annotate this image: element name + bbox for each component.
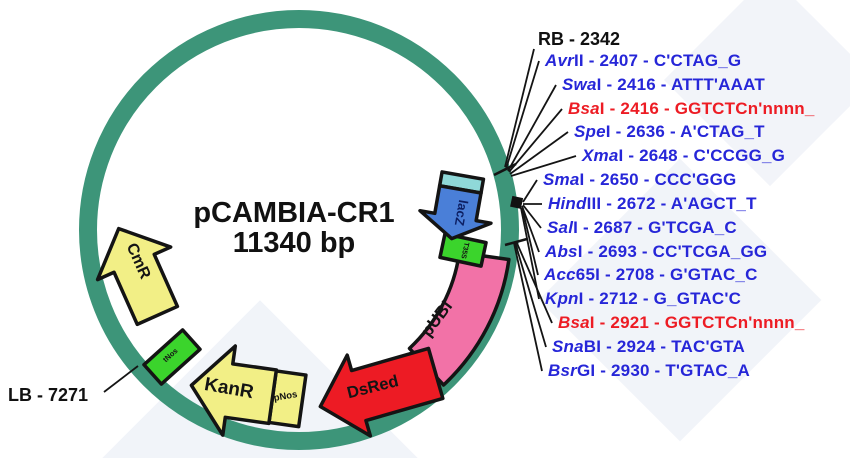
kanr-group: [189, 344, 308, 437]
enzyme-name-italic: Sma: [543, 170, 580, 189]
enzyme-rest: I - 2921 - GGTCTCn'nnnn_: [590, 313, 805, 332]
lacz-arrow: [418, 183, 493, 241]
leader-line-rb: [504, 48, 535, 168]
enzyme-name-italic: Sna: [552, 337, 584, 356]
leader-line: [521, 205, 540, 253]
restriction-site-row: AvrII - 2407 - C'CTAG_G: [544, 51, 741, 70]
leader-lines: [103, 48, 577, 393]
enzyme-name-italic: Abs: [544, 242, 578, 261]
restriction-site-row: HindIII - 2672 - A'AGCT_T: [548, 194, 757, 213]
enzyme-rest: GI - 2930 - T'GTAC_A: [577, 361, 750, 380]
restriction-site-row: SpeI - 2636 - A'CTAG_T: [574, 122, 765, 141]
enzyme-rest: 65I - 2708 - G'GTAC_C: [576, 265, 758, 284]
restriction-site-row: SalI - 2687 - G'TCGA_C: [547, 218, 737, 237]
leader-line: [514, 241, 547, 348]
enzyme-name-italic: Bsa: [568, 99, 600, 118]
cmr-arrow: [95, 226, 180, 327]
enzyme-name-italic: Acc: [543, 265, 576, 284]
enzyme-rest: I - 2648 - C'CCGG_G: [619, 146, 786, 165]
enzyme-name-italic: Sal: [547, 218, 574, 237]
leader-line: [507, 84, 557, 172]
enzyme-name-italic: Xma: [581, 146, 619, 165]
leader-line: [515, 240, 553, 324]
leader-line: [508, 108, 563, 173]
enzyme-rest: II - 2407 - C'CTAG_G: [574, 51, 741, 70]
leader-line: [522, 204, 542, 229]
kanr-arrow: [189, 344, 279, 437]
enzyme-rest: BI - 2924 - TAC'GTA: [584, 337, 745, 356]
restriction-site-row: SnaBI - 2924 - TAC'GTA: [552, 337, 745, 356]
restriction-site-row: Acc65I - 2708 - G'GTAC_C: [543, 265, 758, 284]
enzyme-rest: I - 2416 - GGTCTCn'nnnn_: [600, 99, 815, 118]
enzyme-rest: I - 2650 - CCC'GGG: [580, 170, 737, 189]
restriction-site-row: BsaI - 2921 - GGTCTCn'nnnn_: [558, 313, 805, 332]
plasmid-size: 11340 bp: [233, 227, 356, 259]
enzyme-name-italic: Bsa: [558, 313, 590, 332]
t35s-segment: [438, 232, 488, 268]
plasmid-name: pCAMBIA-CR1: [193, 197, 394, 229]
enzyme-name-italic: Swa: [562, 75, 597, 94]
dsred-arrow: [318, 346, 445, 438]
leader-line: [521, 206, 539, 276]
restriction-site-row: BsrGI - 2930 - T'GTAC_A: [548, 361, 750, 380]
enzyme-name-italic: Avr: [544, 51, 575, 70]
enzyme-rest: I - 2693 - CC'TCGA_GG: [578, 242, 768, 261]
mcs-tick-square: [510, 195, 524, 209]
restriction-site-row: SwaI - 2416 - ATTT'AAAT: [562, 75, 765, 94]
leader-line-lb: [103, 365, 139, 393]
lacz-label: lacZ: [452, 199, 471, 227]
plasmid-backbone-ring: [79, 10, 519, 450]
tnos-box: [142, 328, 202, 386]
lb-label: LB - 7271: [8, 385, 88, 405]
tick-mark-2342: [493, 162, 517, 177]
enzyme-name-italic: Hind: [548, 194, 587, 213]
enzyme-name-italic: Spe: [574, 122, 606, 141]
pnos-label: pNos: [273, 389, 298, 404]
enzyme-rest: III - 2672 - A'AGCT_T: [587, 194, 758, 213]
enzyme-name-italic: Kpn: [545, 289, 579, 308]
restriction-site-row: XmaI - 2648 - C'CCGG_G: [581, 146, 785, 165]
enzyme-rest: I - 2687 - G'TCGA_C: [573, 218, 737, 237]
restriction-site-list: AvrII - 2407 - C'CTAG_G SwaI - 2416 - AT…: [543, 51, 815, 380]
rb-label: RB - 2342: [538, 29, 620, 49]
restriction-site-row: KpnI - 2712 - G_GTAC'C: [545, 289, 741, 308]
lacz-arrow-group: [418, 170, 493, 241]
restriction-site-row: SmaI - 2650 - CCC'GGG: [543, 170, 736, 189]
restriction-site-row: BsaI - 2416 - GGTCTCn'nnnn_: [568, 99, 815, 118]
enzyme-rest: I - 2416 - ATTT'AAAT: [597, 75, 766, 94]
leader-line: [513, 242, 543, 372]
enzyme-rest: I - 2712 - G_GTAC'C: [579, 289, 741, 308]
enzyme-rest: I - 2636 - A'CTAG_T: [606, 122, 765, 141]
enzyme-name-italic: Bsr: [548, 361, 578, 380]
tnos-segment: [142, 328, 202, 386]
leader-line: [510, 155, 577, 177]
t35s-label: T35S: [459, 241, 469, 259]
leader-line: [505, 60, 540, 170]
leader-line: [509, 131, 569, 175]
leader-line: [522, 179, 538, 203]
leader-line: [520, 207, 540, 300]
t35s-box: [438, 232, 488, 268]
restriction-site-row: AbsI - 2693 - CC'TCGA_GG: [544, 242, 767, 261]
